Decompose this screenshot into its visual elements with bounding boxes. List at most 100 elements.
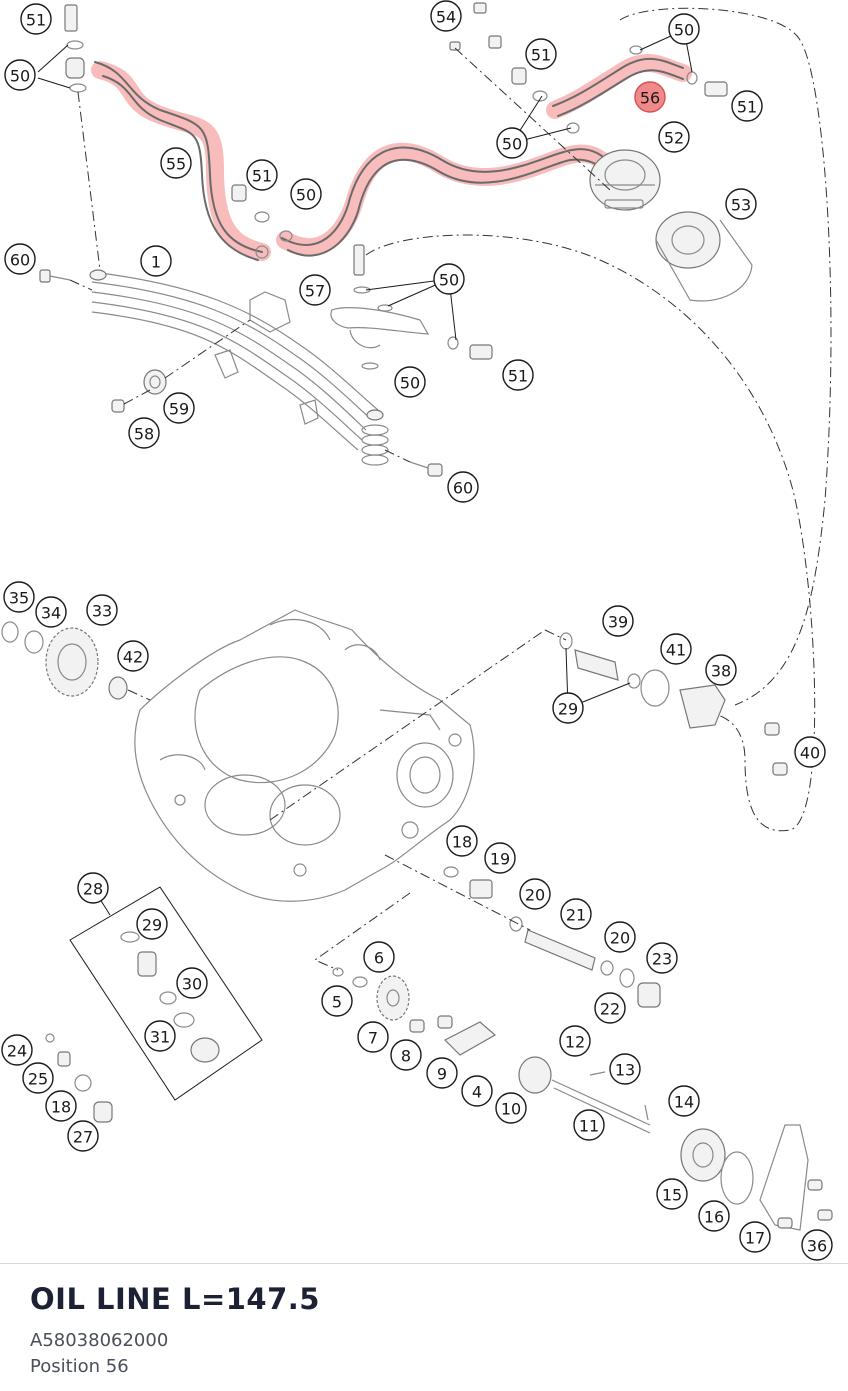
oil-line-55[interactable] [94,61,269,261]
callout-17[interactable]: 17 [739,1221,771,1253]
svg-text:7: 7 [368,1029,378,1048]
callout-9[interactable]: 9 [426,1057,458,1089]
callout-20[interactable]: 20 [604,921,636,953]
svg-text:12: 12 [565,1033,585,1052]
callout-40[interactable]: 40 [794,736,826,768]
callout-20[interactable]: 20 [519,878,551,910]
callout-50[interactable]: 50 [668,13,700,45]
svg-text:23: 23 [652,950,672,969]
oil-pipe-assembly-1[interactable] [89,269,389,466]
callout-51[interactable]: 51 [20,3,52,35]
callout-4[interactable]: 4 [461,1075,493,1107]
svg-text:24: 24 [7,1042,27,1061]
svg-text:16: 16 [704,1208,724,1227]
banjo-fitting-57[interactable] [330,244,493,370]
callout-16[interactable]: 16 [698,1200,730,1232]
callout-19[interactable]: 19 [484,842,516,874]
callout-33[interactable]: 33 [86,594,118,626]
svg-text:5: 5 [332,993,342,1012]
callout-59[interactable]: 59 [163,392,195,424]
screw-60-right[interactable] [409,461,443,477]
callout-50[interactable]: 50 [496,127,528,159]
callout-24[interactable]: 24 [1,1034,33,1066]
callout-31[interactable]: 31 [144,1020,176,1052]
oil-line-upper[interactable] [281,57,684,257]
pump-housing-15-16-17[interactable] [680,1124,833,1231]
callout-15[interactable]: 15 [656,1178,688,1210]
svg-text:13: 13 [615,1061,635,1080]
pump-parts-8-9-10[interactable] [409,1015,651,1134]
callout-51[interactable]: 51 [502,359,534,391]
callout-7[interactable]: 7 [357,1021,389,1053]
gear-33-34-35[interactable] [1,621,128,700]
callout-5[interactable]: 5 [321,985,353,1017]
small-parts-24-27[interactable] [45,1033,113,1123]
callout-11[interactable]: 11 [573,1109,605,1141]
oil-filter-cover-52[interactable] [589,149,661,211]
screw-58[interactable] [111,399,125,413]
callout-51[interactable]: 51 [525,38,557,70]
callout-55[interactable]: 55 [160,147,192,179]
svg-text:59: 59 [169,400,189,419]
callout-36[interactable]: 36 [801,1229,833,1261]
bolts-54-51[interactable] [231,2,728,242]
gear-6[interactable] [332,967,410,1021]
callout-50[interactable]: 50 [394,366,426,398]
callout-60[interactable]: 60 [447,471,479,503]
callout-42[interactable]: 42 [117,640,149,672]
svg-text:35: 35 [9,589,29,608]
callout-8[interactable]: 8 [390,1039,422,1071]
callout-34[interactable]: 34 [35,596,67,628]
callout-29[interactable]: 29 [552,692,584,724]
group-box-28[interactable] [69,886,263,1101]
callout-50[interactable]: 50 [433,263,465,295]
callout-38[interactable]: 38 [705,654,737,686]
exploded-parts-diagram: 51 50 55 51 50 54 51 50 56 51 50 52 53 6… [1,0,833,1261]
svg-text:14: 14 [674,1093,694,1112]
callout-51[interactable]: 51 [731,90,763,122]
callout-39[interactable]: 39 [602,605,634,637]
svg-text:55: 55 [166,155,186,174]
callout-50[interactable]: 50 [290,178,322,210]
callout-58[interactable]: 58 [128,417,160,449]
banjo-bolt-top-left[interactable] [64,4,87,93]
callout-1[interactable]: 1 [140,245,172,277]
pump-shaft-21[interactable] [443,866,661,1008]
callout-22[interactable]: 22 [594,992,626,1024]
svg-text:21: 21 [566,906,586,925]
callout-52[interactable]: 52 [658,121,690,153]
callout-12[interactable]: 12 [559,1025,591,1057]
callout-28[interactable]: 28 [77,872,109,904]
oil-pump-38[interactable] [559,632,788,776]
callout-21[interactable]: 21 [560,898,592,930]
callout-18[interactable]: 18 [446,825,478,857]
callout-35[interactable]: 35 [3,581,35,613]
callout-51[interactable]: 51 [246,159,278,191]
engine-crankcase [134,609,475,902]
svg-text:54: 54 [436,8,456,27]
callout-30[interactable]: 30 [176,967,208,999]
svg-text:36: 36 [807,1237,827,1256]
callout-27[interactable]: 27 [67,1120,99,1152]
callout-54[interactable]: 54 [430,0,462,32]
callouts: 51 50 55 51 50 54 51 50 56 51 50 52 53 6… [1,0,833,1261]
callout-41[interactable]: 41 [660,633,692,665]
callout-29[interactable]: 29 [136,908,168,940]
callout-18[interactable]: 18 [45,1090,77,1122]
callout-6[interactable]: 6 [363,941,395,973]
svg-text:50: 50 [400,374,420,393]
callout-56-highlighted[interactable]: 56 [634,81,666,113]
svg-text:31: 31 [150,1028,170,1047]
callout-25[interactable]: 25 [22,1062,54,1094]
callout-60[interactable]: 60 [4,243,36,275]
callout-50[interactable]: 50 [4,59,36,91]
callout-23[interactable]: 23 [646,942,678,974]
grommet-59[interactable] [143,369,167,395]
callout-57[interactable]: 57 [299,274,331,306]
callout-14[interactable]: 14 [668,1085,700,1117]
oil-filter-53[interactable] [655,211,753,302]
screw-60-left[interactable] [39,269,71,283]
callout-53[interactable]: 53 [725,188,757,220]
callout-13[interactable]: 13 [609,1053,641,1085]
callout-10[interactable]: 10 [495,1092,527,1124]
